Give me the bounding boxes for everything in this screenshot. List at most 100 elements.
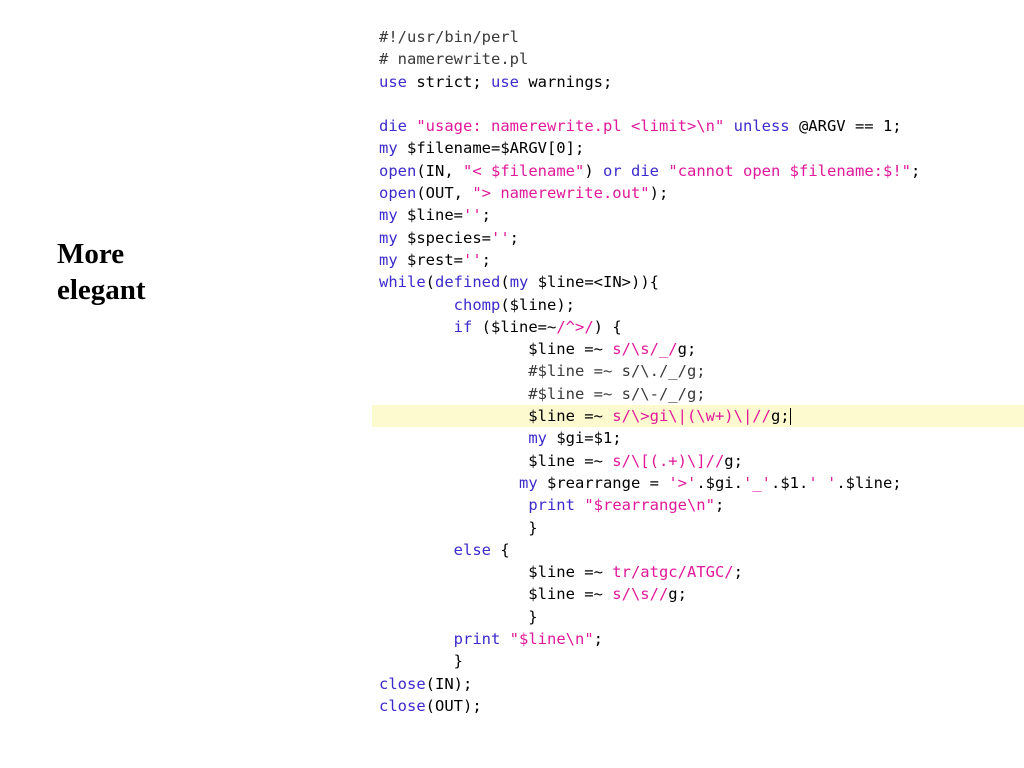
code-line[interactable]: #$line =~ s/\./_/g; xyxy=(372,360,1024,382)
code-token: "> namerewrite.out" xyxy=(472,184,650,203)
code-line[interactable]: use strict; use warnings; xyxy=(372,71,1024,93)
code-token: s/\>gi\|(\w+)\|// xyxy=(612,407,771,426)
code-line[interactable]: print "$rearrange\n"; xyxy=(372,494,1024,516)
code-token: '' xyxy=(463,250,482,269)
code-token: open xyxy=(379,161,417,180)
code-line[interactable]: close(IN); xyxy=(372,673,1024,695)
code-line[interactable]: } xyxy=(372,606,1024,628)
code-line[interactable]: my $line=''; xyxy=(372,204,1024,226)
code-line[interactable]: open(IN, "< $filename") or die "cannot o… xyxy=(372,160,1024,182)
code-token: else xyxy=(453,540,491,559)
code-token: strict; xyxy=(407,72,491,91)
code-token: (IN); xyxy=(425,674,473,693)
code-line[interactable]: else { xyxy=(372,539,1024,561)
code-token: g; xyxy=(770,407,790,426)
code-token: "< $filename" xyxy=(463,161,585,180)
code-token: g; xyxy=(677,340,697,359)
code-token: or xyxy=(603,161,622,180)
code-token xyxy=(724,117,733,135)
code-line[interactable]: } xyxy=(372,650,1024,672)
code-line[interactable]: close(OUT); xyxy=(372,695,1024,717)
code-line[interactable]: while(defined(my $line=<IN>)){ xyxy=(372,271,1024,293)
slide-label: More elegant xyxy=(57,236,146,308)
code-line[interactable]: print "$line\n"; xyxy=(372,628,1024,650)
code-line[interactable]: my $species=''; xyxy=(372,227,1024,249)
code-token: ); xyxy=(649,184,669,203)
code-token: #$line =~ s/\./_/g; xyxy=(379,362,706,381)
code-token: ; xyxy=(481,250,492,269)
code-token: $filename=$ARGV[0]; xyxy=(397,139,585,158)
code-line[interactable]: die "usage: namerewrite.pl <limit>\n" un… xyxy=(372,115,1024,137)
code-token: $line =~ xyxy=(379,563,613,582)
code-line[interactable]: $line =~ s/\s/_/g; xyxy=(372,338,1024,360)
code-line-current[interactable]: $line =~ s/\>gi\|(\w+)\|//g; xyxy=(372,405,1024,428)
code-token: my xyxy=(379,139,398,158)
code-token: $rest= xyxy=(397,250,463,269)
code-token: (IN, xyxy=(416,161,463,180)
code-token: $line =~ xyxy=(379,451,613,470)
code-token: s/\[(.+)\]// xyxy=(612,451,725,470)
code-token: close xyxy=(379,696,426,715)
code-token: ) xyxy=(584,161,603,180)
code-token: '>' xyxy=(668,473,697,492)
code-line[interactable]: my $rest=''; xyxy=(372,249,1024,271)
code-token: "$line\n" xyxy=(509,630,594,649)
code-line[interactable]: my $gi=$1; xyxy=(372,427,1024,449)
code-token: my xyxy=(379,206,398,225)
code-token xyxy=(379,474,519,492)
code-token xyxy=(379,496,528,514)
code-token: { xyxy=(490,540,510,559)
code-token xyxy=(622,162,631,180)
code-token: my xyxy=(518,473,538,492)
code-token: #!/usr/bin/perl xyxy=(379,28,519,46)
code-token: my xyxy=(379,228,398,247)
code-token: close xyxy=(379,674,426,693)
code-editor[interactable]: #!/usr/bin/perl # namerewrite.pl use stric… xyxy=(372,26,1024,717)
code-line[interactable]: $line =~ s/\[(.+)\]//g; xyxy=(372,450,1024,472)
code-token: print xyxy=(453,630,501,649)
code-line[interactable]: my $filename=$ARGV[0]; xyxy=(372,137,1024,159)
code-token: $line =~ xyxy=(379,407,613,426)
text-cursor xyxy=(789,408,791,426)
code-line[interactable]: if ($line=~/^>/) { xyxy=(372,316,1024,338)
code-line[interactable]: open(OUT, "> namerewrite.out"); xyxy=(372,182,1024,204)
code-token: $line=<IN>)){ xyxy=(528,273,660,292)
code-token: ) { xyxy=(593,317,622,336)
code-token xyxy=(379,630,454,648)
code-token: unless xyxy=(733,117,790,136)
code-line[interactable]: } xyxy=(372,517,1024,539)
code-token: s/\s/_/ xyxy=(612,340,678,359)
code-line[interactable] xyxy=(372,93,1024,115)
code-token: # namerewrite.pl xyxy=(379,50,529,69)
code-token xyxy=(379,296,454,314)
code-token: $line =~ xyxy=(379,585,613,604)
code-line[interactable]: $line =~ s/\s//g; xyxy=(372,583,1024,605)
code-token: ; xyxy=(714,496,725,515)
code-token: while xyxy=(379,273,426,292)
code-line[interactable]: my $rearrange = '>'.$gi.'_'.$1.' '.$line… xyxy=(372,472,1024,494)
code-line[interactable]: #$line =~ s/\-/_/g; xyxy=(372,383,1024,405)
code-token xyxy=(407,117,416,135)
code-token: #$line =~ s/\-/_/g; xyxy=(379,384,706,403)
code-token: '' xyxy=(491,228,510,247)
code-token xyxy=(500,630,509,648)
code-token: ; xyxy=(733,563,743,582)
code-token: "cannot open $filename:$!" xyxy=(668,161,911,180)
code-token: use xyxy=(491,72,519,91)
code-token: die xyxy=(631,161,660,180)
code-token: tr/atgc/ATGC/ xyxy=(612,563,734,582)
code-token: .$gi. xyxy=(696,473,743,492)
code-token: use xyxy=(379,72,407,91)
code-line[interactable]: #!/usr/bin/perl xyxy=(372,26,1024,48)
code-token xyxy=(659,162,668,180)
code-line[interactable]: # namerewrite.pl xyxy=(372,48,1024,70)
code-token: .$1. xyxy=(770,473,809,492)
code-token: "usage: namerewrite.pl <limit>\n" xyxy=(416,117,725,136)
code-line[interactable]: $line =~ tr/atgc/ATGC/; xyxy=(372,561,1024,583)
code-token: open xyxy=(379,184,417,203)
code-token: '_' xyxy=(742,473,771,492)
code-token: .$line; xyxy=(836,473,902,492)
code-token: my xyxy=(509,273,529,292)
code-token: $species= xyxy=(397,228,491,247)
code-line[interactable]: chomp($line); xyxy=(372,294,1024,316)
